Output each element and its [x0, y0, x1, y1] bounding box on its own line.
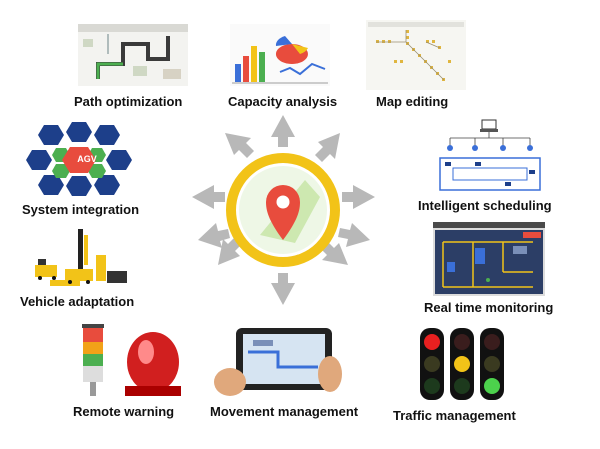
capacity-analysis-image	[230, 24, 330, 86]
label-map-editing: Map editing	[376, 94, 449, 109]
intelligent-scheduling-image	[435, 118, 545, 196]
arrow-down	[271, 273, 295, 305]
label-traffic-management: Traffic management	[393, 408, 516, 423]
path-optimization-image	[78, 24, 188, 86]
system-integration-image	[24, 120, 134, 198]
movement-management-image	[208, 322, 344, 400]
map-editing-image	[366, 20, 466, 90]
map-pin-icon	[266, 185, 300, 240]
label-real-time-monitoring: Real time monitoring	[424, 300, 554, 315]
label-path-optimization: Path optimization	[74, 94, 183, 109]
label-capacity-analysis: Capacity analysis	[228, 94, 338, 109]
label-vehicle-adaptation: Vehicle adaptation	[20, 294, 135, 309]
traffic-lights-image	[418, 326, 506, 402]
arrow-right	[342, 185, 375, 209]
arrow-up-left	[225, 133, 254, 158]
center-hub-graphic	[192, 115, 375, 305]
arrow-up-right	[315, 133, 340, 162]
label-intelligent-scheduling: Intelligent scheduling	[418, 198, 552, 213]
remote-warning-image	[78, 322, 188, 400]
arrow-up	[271, 115, 295, 147]
arrow-right-lower	[338, 223, 370, 247]
vehicle-adaptation-image	[30, 225, 130, 291]
arrow-left	[192, 185, 225, 209]
arrow-left-lower	[198, 223, 230, 248]
label-remote-warning: Remote warning	[73, 404, 175, 419]
map-pin-hole	[276, 195, 290, 209]
label-movement-management: Movement management	[210, 404, 359, 419]
hub-agv-text: AGV	[77, 154, 97, 164]
label-system-integration: System integration	[22, 202, 140, 217]
real-time-monitoring-image	[433, 222, 545, 296]
